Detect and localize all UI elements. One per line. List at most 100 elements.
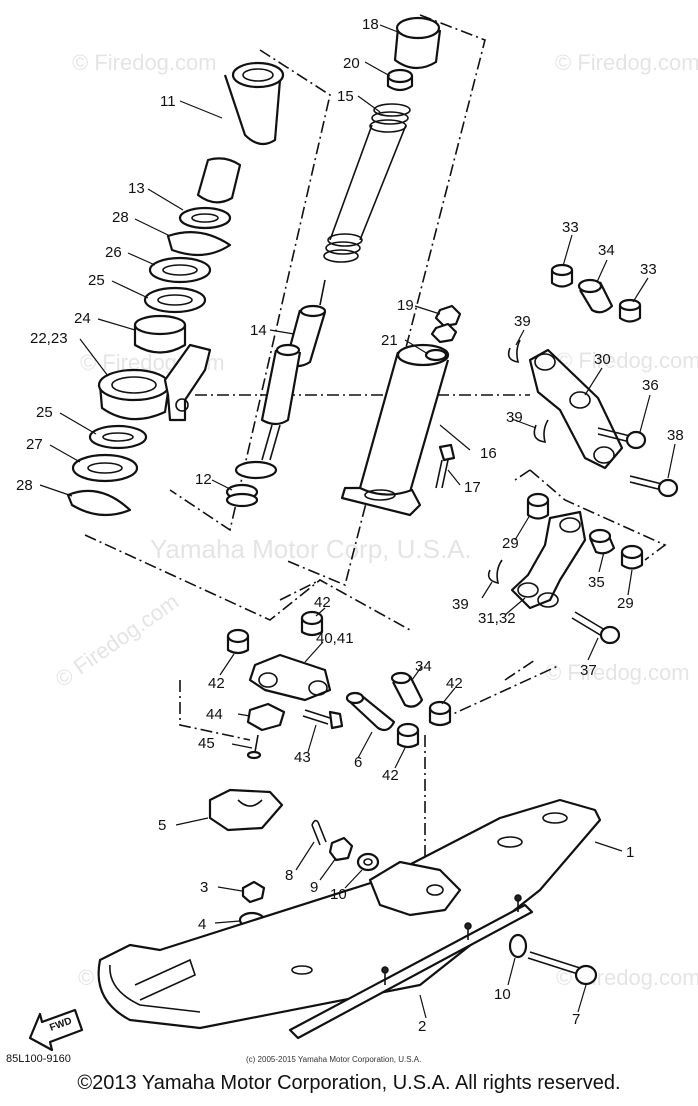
callout-35: 35 bbox=[588, 574, 605, 591]
part-43-bolt bbox=[302, 709, 344, 730]
callout-30: 30 bbox=[594, 351, 611, 368]
part-3-nut bbox=[241, 880, 266, 904]
part-1-ski bbox=[97, 798, 602, 1030]
part-25-ring-lower bbox=[88, 424, 148, 450]
part-31-32-arm bbox=[510, 510, 587, 610]
callout-28-lower: 28 bbox=[16, 477, 33, 494]
part-28-clip bbox=[166, 231, 232, 257]
leader-lines bbox=[39, 24, 676, 1019]
callout-5: 5 bbox=[158, 817, 166, 834]
callout-40-41: 40,41 bbox=[316, 630, 354, 647]
inner-copyright: (c) 2005-2015 Yamaha Motor Corporation, … bbox=[246, 1055, 421, 1064]
diagram-code: 85L100-9160 bbox=[6, 1053, 71, 1065]
callout-42-top: 42 bbox=[314, 594, 331, 611]
part-28-clip-lower bbox=[66, 489, 132, 517]
callout-4: 4 bbox=[198, 916, 206, 933]
part-39-cotter-pins bbox=[487, 339, 549, 585]
callout-8: 8 bbox=[285, 867, 293, 884]
callout-38: 38 bbox=[667, 427, 684, 444]
part-13-washer bbox=[178, 206, 232, 230]
part-19-nuts bbox=[430, 304, 462, 344]
part-27-ring bbox=[71, 453, 139, 483]
spring-group-outline bbox=[284, 14, 486, 587]
part-42-bushing-right bbox=[428, 700, 452, 727]
lower-arm-line bbox=[504, 659, 536, 681]
link-group-line-right bbox=[529, 469, 667, 561]
callout-16: 16 bbox=[480, 445, 497, 462]
part-34-sleeve-mid bbox=[390, 671, 424, 708]
callout-29-right: 29 bbox=[617, 595, 634, 612]
part-37-bolt bbox=[571, 611, 621, 645]
part-34-sleeve-right bbox=[577, 278, 614, 314]
callout-39-mid: 39 bbox=[506, 409, 523, 426]
callout-27: 27 bbox=[26, 436, 43, 453]
callout-19-center: 19 bbox=[397, 297, 414, 314]
part-30-link-arm bbox=[528, 348, 624, 470]
watermarks: © Firedog.com © Firedog.com © Firedog.co… bbox=[51, 50, 698, 990]
callout-36: 36 bbox=[642, 377, 659, 394]
rings-stack-lower bbox=[66, 424, 148, 517]
callout-6: 6 bbox=[354, 754, 362, 771]
link-group-tick bbox=[514, 469, 531, 481]
callout-25-upper: 25 bbox=[88, 272, 105, 289]
watermark-firedog-top-left: © Firedog.com bbox=[72, 50, 217, 75]
part-20-collar bbox=[386, 68, 414, 92]
part-35-sleeve bbox=[588, 528, 616, 555]
part-sleeve-lower bbox=[196, 157, 242, 204]
callout-33-right: 33 bbox=[640, 261, 657, 278]
part-33-bushing-left bbox=[550, 263, 574, 288]
grouping-lines bbox=[84, 14, 667, 965]
callout-3: 3 bbox=[200, 879, 208, 896]
part-8-pin bbox=[311, 819, 327, 846]
part-45-screw bbox=[246, 734, 262, 760]
part-42-bushing-bottom bbox=[396, 722, 420, 749]
callout-26: 26 bbox=[105, 244, 122, 261]
callout-42-left: 42 bbox=[208, 675, 225, 692]
part-16-cylinder bbox=[340, 343, 450, 517]
bracket-line bbox=[279, 579, 321, 601]
part-12-seat bbox=[225, 483, 259, 508]
part-18-cap bbox=[393, 16, 442, 70]
callout-25-lower: 25 bbox=[36, 404, 53, 421]
part-29-bushing-right bbox=[620, 544, 644, 570]
callout-14: 14 bbox=[250, 322, 267, 339]
part-25-ring bbox=[143, 286, 207, 314]
callout-10-bottom: 10 bbox=[494, 986, 511, 1003]
callout-15: 15 bbox=[337, 88, 354, 105]
part-5-pad bbox=[208, 788, 284, 832]
rings-stack-upper bbox=[133, 206, 232, 354]
part-36-bolt bbox=[597, 427, 647, 450]
part-42-bushing-left bbox=[226, 628, 250, 655]
part-6-shaft bbox=[345, 691, 396, 732]
callout-39-top: 39 bbox=[514, 313, 531, 330]
callout-45: 45 bbox=[198, 735, 215, 752]
callout-13: 13 bbox=[128, 180, 145, 197]
part-2-wear-bar bbox=[288, 894, 534, 1040]
callout-24: 24 bbox=[74, 310, 91, 327]
callout-9: 9 bbox=[310, 879, 318, 896]
spindle-group-line bbox=[84, 534, 411, 631]
callout-28-upper: 28 bbox=[112, 209, 129, 226]
watermark-firedog-center-left: © Firedog.com bbox=[51, 589, 184, 692]
callout-29-left: 29 bbox=[502, 535, 519, 552]
callout-44: 44 bbox=[206, 706, 223, 723]
part-40-41-bracket bbox=[248, 653, 332, 702]
callout-31-32: 31,32 bbox=[478, 610, 516, 627]
footer-copyright: ©2013 Yamaha Motor Corporation, U.S.A. A… bbox=[77, 1072, 621, 1094]
part-17-bolt bbox=[435, 443, 456, 489]
callout-7: 7 bbox=[572, 1011, 580, 1028]
mount-group-line bbox=[179, 680, 251, 741]
part-26-ring bbox=[148, 256, 212, 284]
part-15-spring bbox=[323, 103, 411, 263]
callout-33-left: 33 bbox=[562, 219, 579, 236]
link-to-mount-line bbox=[439, 664, 561, 721]
part-44-block bbox=[246, 702, 286, 732]
part-10-washer-top bbox=[356, 852, 380, 872]
callout-18: 18 bbox=[362, 16, 379, 33]
part-11-tube bbox=[223, 61, 285, 146]
part-7-bolt bbox=[527, 951, 598, 986]
callout-39-bottom: 39 bbox=[452, 596, 469, 613]
part-33-bushing-right bbox=[618, 298, 642, 323]
fwd-arrow: FWD bbox=[28, 1008, 84, 1052]
